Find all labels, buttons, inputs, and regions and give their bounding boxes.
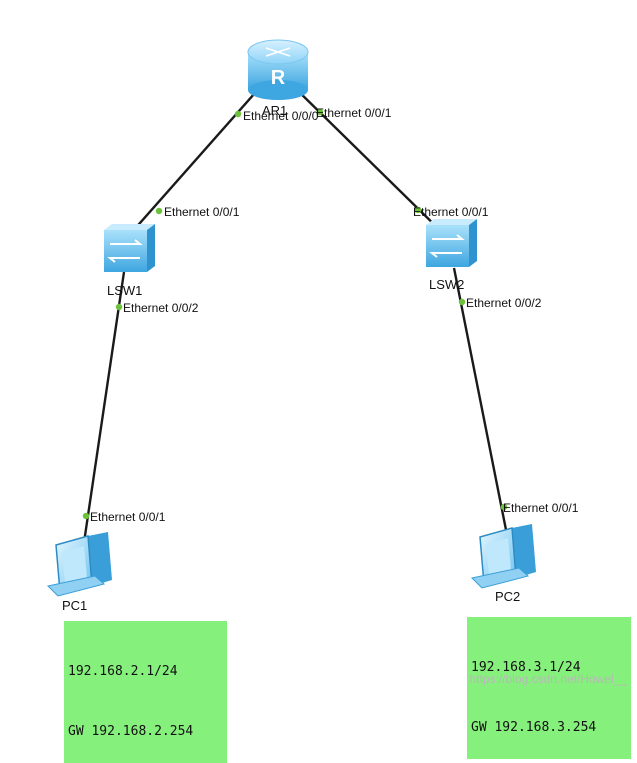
pc1-ip-address: 192.168.2.1/24 [68, 664, 178, 679]
watermark-url: https://blog.csdn.net/Howel__ [469, 672, 627, 686]
port-label-lsw1-up: Ethernet 0/0/1 [164, 205, 240, 219]
port-label-lsw1-down: Ethernet 0/0/2 [123, 301, 199, 315]
pc2-label: PC2 [495, 589, 520, 604]
port-label-ar1-right: Ethernet 0/0/1 [316, 106, 392, 120]
switch-icon [104, 224, 155, 272]
pc-icon [46, 532, 112, 597]
port-dot-ar1-right [316, 108, 324, 116]
link-ar1-lsw1 [124, 84, 263, 241]
pc2-ip-config-box: 192.168.3.1/24 GW 192.168.3.254 [467, 617, 631, 759]
port-dot-ar1-left [234, 110, 242, 118]
port-label-lsw2-up: Ethernet 0/0/1 [413, 205, 489, 219]
switch-lsw1-label: LSW1 [107, 283, 142, 298]
port-label-pc1: Ethernet 0/0/1 [90, 510, 166, 524]
pc-icon [470, 524, 536, 589]
router-label: AR1 [262, 103, 287, 118]
switch-icon [426, 219, 477, 267]
port-dot-pc2 [500, 503, 508, 511]
link-lsw1-pc1 [80, 271, 126, 557]
router-ar1[interactable]: R AR1 [247, 39, 309, 118]
router-icon: R [247, 39, 309, 100]
network-topology-diagram: R AR1 LSW1 LSW2 PC1 [46, 39, 579, 613]
port-label-lsw2-down: Ethernet 0/0/2 [466, 296, 542, 310]
switch-lsw2-label: LSW2 [429, 277, 464, 292]
port-dot-pc1 [82, 512, 90, 520]
switch-lsw2[interactable]: LSW2 [426, 219, 477, 292]
port-dot-lsw2-down [458, 298, 466, 306]
pc2-ip-address: 192.168.3.1/24 [471, 660, 581, 675]
port-dot-lsw2-up [414, 206, 422, 214]
pc1-gateway: GW 192.168.2.254 [68, 724, 194, 739]
switch-lsw1[interactable]: LSW1 [104, 224, 155, 298]
pc1-ip-config-box: 192.168.2.1/24 GW 192.168.2.254 [64, 621, 227, 763]
port-label-ar1-left: Ethernet 0/0/0 [243, 109, 319, 123]
pc-pc2[interactable]: PC2 [470, 524, 536, 604]
link-lsw2-pc2 [452, 267, 512, 551]
pc1-label: PC1 [62, 598, 87, 613]
pc2-gateway: GW 192.168.3.254 [471, 720, 597, 735]
port-label-pc2: Ethernet 0/0/1 [503, 501, 579, 515]
pc-pc1[interactable]: PC1 [46, 532, 112, 613]
router-glyph: R [271, 67, 286, 89]
port-dot-lsw1-up [155, 207, 163, 215]
port-dot-lsw1-down [115, 303, 123, 311]
